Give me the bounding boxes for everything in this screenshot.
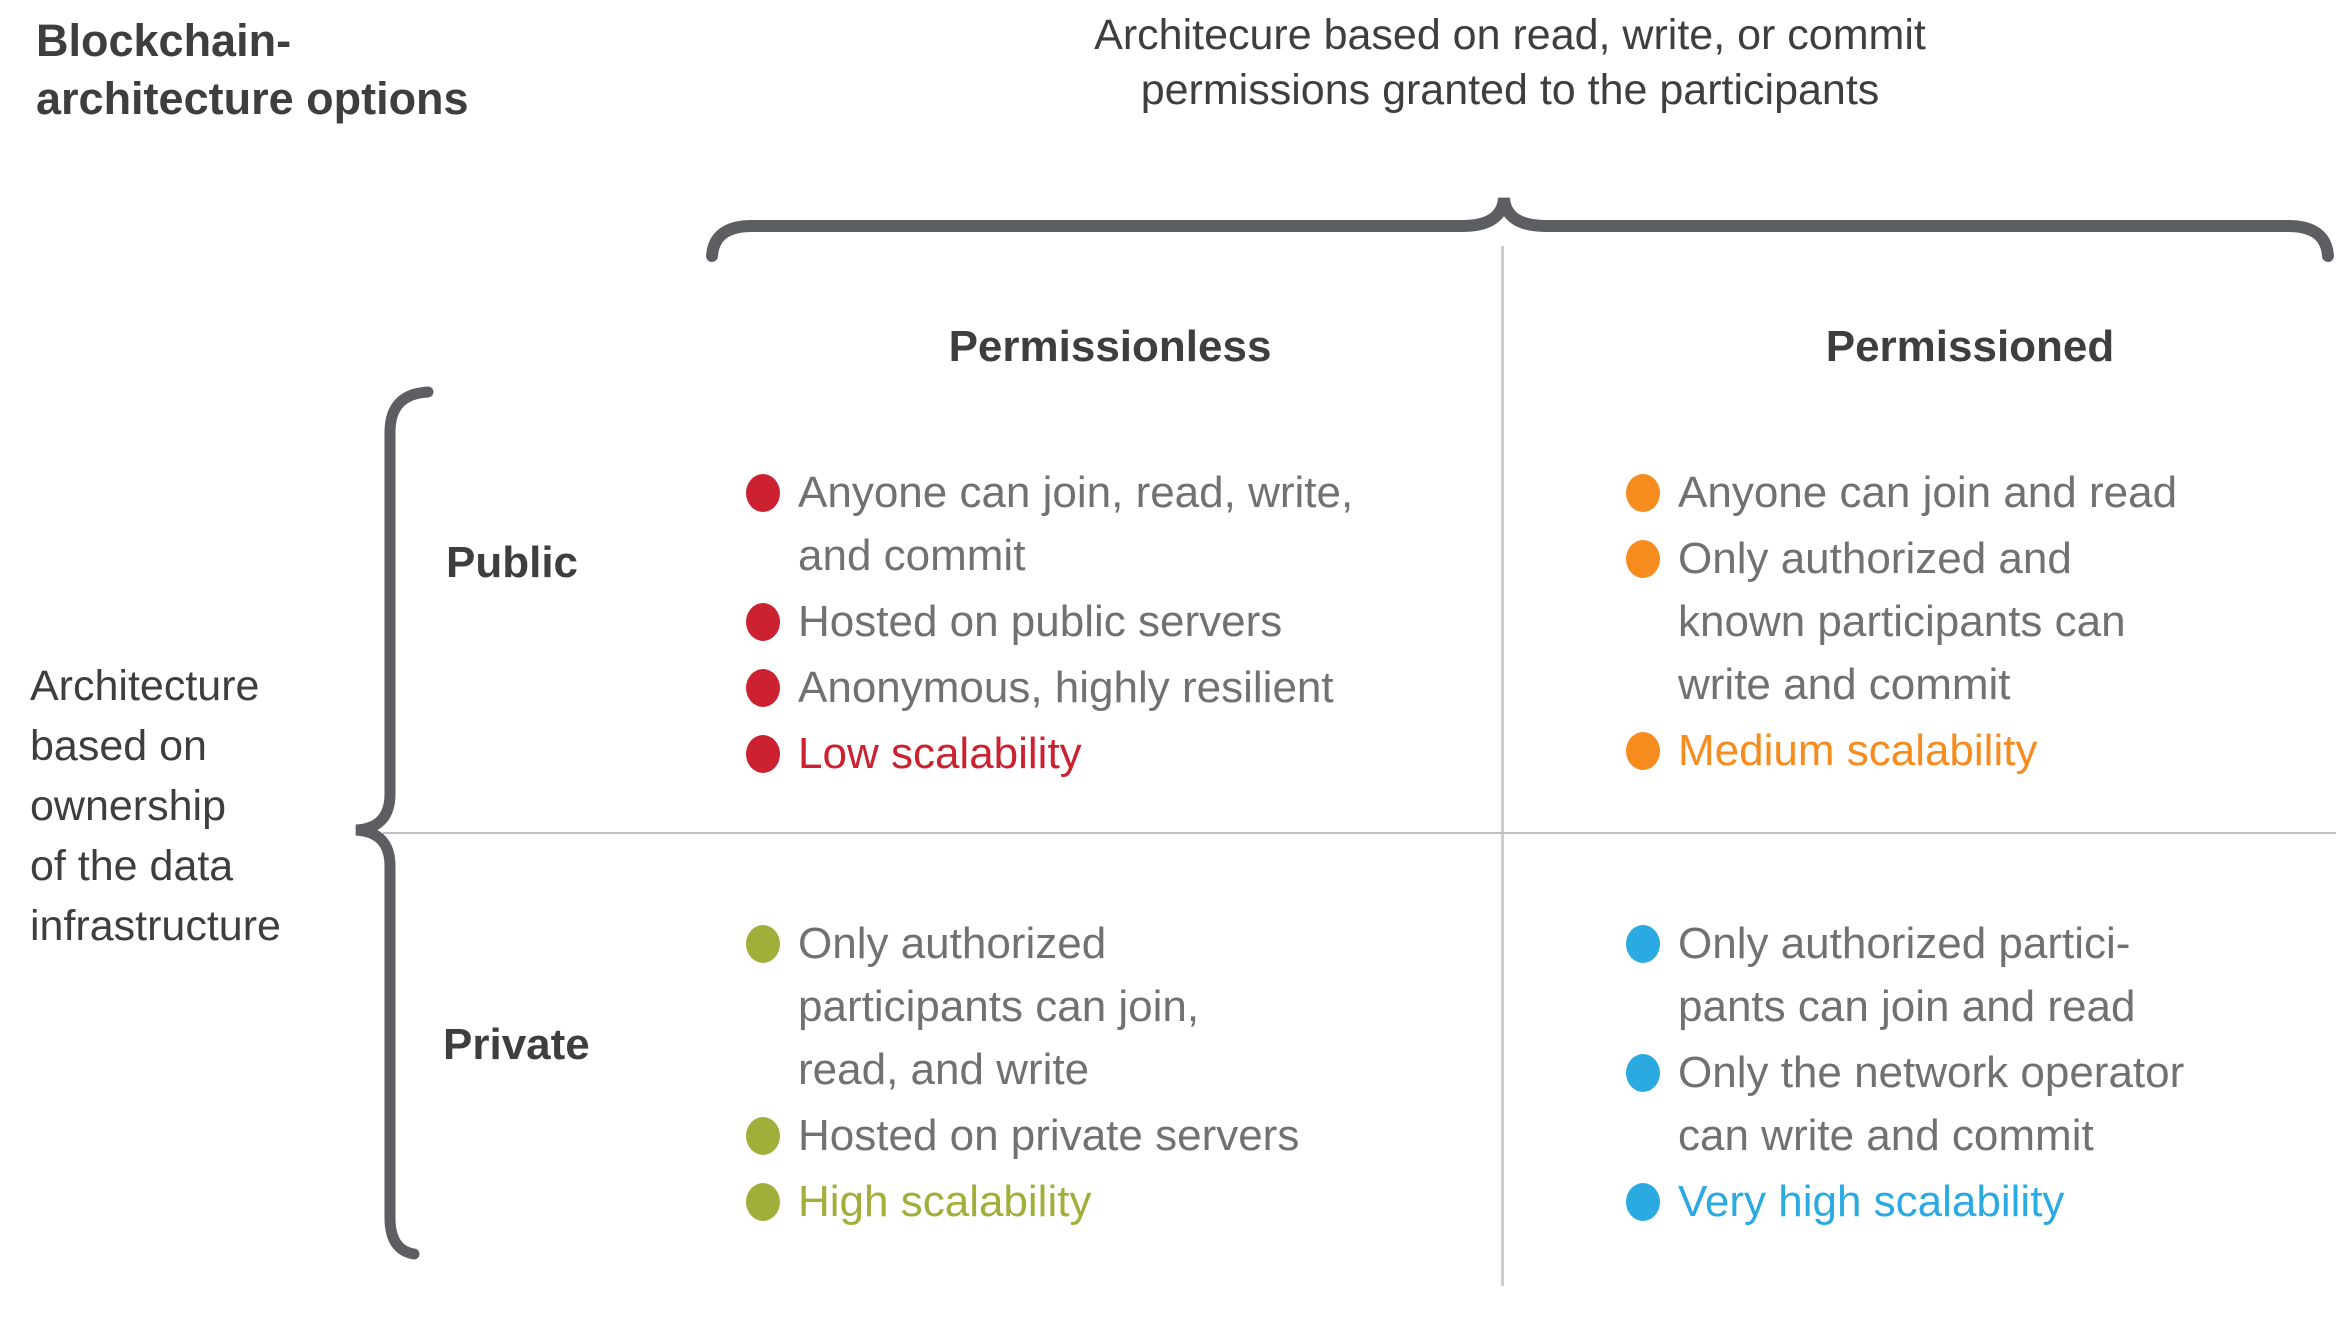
left-axis-line: infrastructure <box>30 902 281 950</box>
figure-title: Blockchain- architecture options <box>36 12 469 128</box>
list-item-text: Only authorized partici-pants can join a… <box>1678 919 2136 1031</box>
list-item-text: Hosted on private servers <box>798 1111 1300 1160</box>
left-axis-label: Architecture based on ownership of the d… <box>30 656 281 956</box>
top-brace <box>706 197 2334 262</box>
list-item-text: Anyone can join and read <box>1678 468 2178 517</box>
bullet-icon <box>746 1183 780 1221</box>
bullet-icon <box>1626 925 1660 963</box>
figure-title-line2: architecture options <box>36 73 469 124</box>
bullet-icon <box>1626 1054 1660 1092</box>
bullet-icon <box>1626 474 1660 512</box>
list-item-text: High scalability <box>798 1177 1092 1226</box>
left-axis-line: ownership <box>30 782 226 830</box>
left-axis-line: of the data <box>30 842 234 890</box>
list-item: Medium scalability <box>1626 719 2177 782</box>
row-divider-line <box>383 832 2336 834</box>
figure-title-line1: Blockchain- <box>36 15 292 66</box>
list-item-text: Medium scalability <box>1678 726 2038 775</box>
bullet-icon <box>746 925 780 963</box>
column-divider-line <box>1501 246 1504 1286</box>
list-item: Hosted on public servers <box>746 590 1353 653</box>
bullet-icon <box>1626 1183 1660 1221</box>
list-item: Anonymous, highly resilient <box>746 656 1353 719</box>
list-item: Anyone can join, read, write,and commit <box>746 461 1353 587</box>
left-brace <box>355 386 434 1260</box>
bullet-icon <box>1626 540 1660 578</box>
bullet-icon <box>746 603 780 641</box>
list-item: Hosted on private servers <box>746 1104 1299 1167</box>
list-item-text: Hosted on public servers <box>798 597 1283 646</box>
top-axis-line2: permissions granted to the participants <box>1140 66 1880 114</box>
list-item-text: Low scalability <box>798 729 1082 778</box>
list-item-text: Anonymous, highly resilient <box>798 663 1334 712</box>
list-item: Anyone can join and read <box>1626 461 2177 524</box>
row-label-private: Private <box>443 1020 590 1069</box>
left-axis-line: based on <box>30 722 207 770</box>
top-axis-heading: Architecure based on read, write, or com… <box>720 8 2300 118</box>
list-item-text: Anyone can join, read, write,and commit <box>798 468 1354 580</box>
column-header-permissioned: Permissioned <box>1825 322 2115 371</box>
bullet-icon <box>1626 732 1660 770</box>
bullet-icon <box>746 669 780 707</box>
list-item: High scalability <box>746 1170 1299 1233</box>
left-axis-line: Architecture <box>30 662 260 710</box>
column-header-permissionless: Permissionless <box>948 322 1272 371</box>
quadrant-private-permissioned: Only authorized partici-pants can join a… <box>1626 912 2184 1236</box>
top-axis-line1: Architecure based on read, write, or com… <box>1094 11 1926 59</box>
bullet-icon <box>746 1117 780 1155</box>
row-label-public: Public <box>446 538 579 587</box>
bullet-icon <box>746 735 780 773</box>
list-item: Low scalability <box>746 722 1353 785</box>
bullet-icon <box>746 474 780 512</box>
list-item: Only authorized partici-pants can join a… <box>1626 912 2184 1038</box>
list-item-text: Very high scalability <box>1678 1177 2065 1226</box>
list-item: Very high scalability <box>1626 1170 2184 1233</box>
